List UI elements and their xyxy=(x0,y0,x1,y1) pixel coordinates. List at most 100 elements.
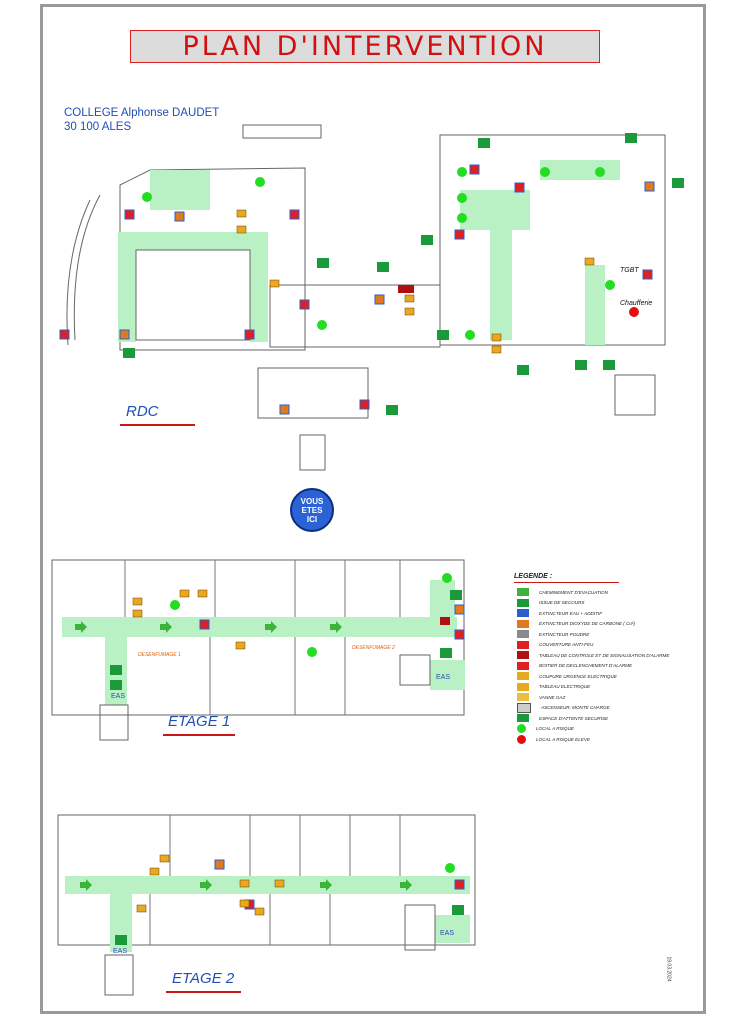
co2-extinguisher-icon xyxy=(517,619,529,628)
plan-date: 19.03.2024 xyxy=(665,956,672,982)
extinguisher-icon xyxy=(124,209,135,220)
electric-panel-icon xyxy=(584,257,595,266)
evacuation-corridor xyxy=(585,265,605,345)
frame-border xyxy=(40,4,706,1014)
level-underline xyxy=(166,991,241,993)
extinguisher-icon xyxy=(454,879,465,890)
extinguisher-icon xyxy=(214,859,225,870)
emergency-exit-icon xyxy=(517,598,529,607)
you-are-here-text: ICI xyxy=(306,514,318,524)
risk-room-icon xyxy=(457,193,467,203)
legend-item: ASCENSEUR, MONTE CHARGE xyxy=(514,702,684,714)
room xyxy=(242,124,322,139)
courtyard xyxy=(135,249,251,341)
green-arrow-icon xyxy=(400,879,412,891)
electric-panel-icon xyxy=(491,333,502,342)
emergency-exit-icon xyxy=(672,178,684,188)
evacuation-corridor xyxy=(490,230,512,340)
electric-panel-icon xyxy=(254,907,265,916)
electric-panel-icon xyxy=(517,682,529,691)
electric-panel-icon xyxy=(236,225,247,234)
level-label-etage2: ETAGE 2 xyxy=(172,970,235,987)
risk-room-icon xyxy=(457,167,467,177)
green-arrow-icon xyxy=(75,621,87,633)
extinguisher-icon xyxy=(119,329,130,340)
extinguisher-icon xyxy=(59,329,70,340)
electric-panel-icon xyxy=(239,879,250,888)
extinguisher-icon xyxy=(199,619,210,630)
legend-item: LOCAL A RISQUE ELEVE xyxy=(514,734,684,745)
level-label-rdc: RDC xyxy=(126,403,159,420)
water-extinguisher-icon xyxy=(517,609,529,618)
risk-room-icon xyxy=(255,177,265,187)
electric-panel-icon xyxy=(404,307,415,316)
green-arrow-icon xyxy=(200,879,212,891)
legend-item: EXTINCTEUR EAU + ADDITIF xyxy=(514,608,684,619)
legend-label: ASCENSEUR, MONTE CHARGE xyxy=(541,705,610,711)
level-underline xyxy=(120,424,195,426)
risk-room-icon xyxy=(445,863,455,873)
elevator-icon xyxy=(517,702,531,713)
legend-label: EXTINCTEUR EAU + ADDITIF xyxy=(539,610,603,616)
electric-panel-icon xyxy=(159,854,170,863)
green-arrow-icon xyxy=(320,879,332,891)
eas-area xyxy=(430,660,465,690)
legend-label: ESPACE D'ATTENTE SECURISE xyxy=(539,715,609,721)
high-risk-room-icon xyxy=(517,734,526,744)
electric-panel-icon xyxy=(274,879,285,888)
legend: LEGENDE : CHEMINEMENT D'EVACUATION ISSUE … xyxy=(514,573,684,745)
stairs xyxy=(99,704,129,741)
legend-label: LOCAL A RISQUE ELEVE xyxy=(536,736,590,742)
electric-panel-icon xyxy=(235,641,246,650)
school-name: COLLEGE Alphonse DAUDET xyxy=(64,107,220,119)
evacuation-corridor xyxy=(118,232,136,342)
electric-panel-icon xyxy=(491,345,502,354)
emergency-exit-icon xyxy=(517,365,529,375)
legend-title: LEGENDE : xyxy=(514,573,619,583)
green-arrow-icon xyxy=(80,879,92,891)
legend-label: ISSUE DE SECOURS xyxy=(539,600,585,606)
eas-label: EAS xyxy=(113,948,128,955)
eas-label: EAS xyxy=(436,674,451,681)
electric-panel-icon xyxy=(179,589,190,598)
stairs xyxy=(614,374,656,416)
emergency-exit-icon xyxy=(386,405,398,415)
gas-valve-icon xyxy=(517,693,529,702)
alarm-panel-icon xyxy=(440,617,450,625)
evacuation-corridor xyxy=(118,232,268,250)
extinguisher-icon xyxy=(514,182,525,193)
electric-panel-icon xyxy=(236,209,247,218)
evacuation-corridor xyxy=(65,876,470,894)
extinguisher-icon xyxy=(359,399,370,410)
extinguisher-icon xyxy=(469,164,480,175)
risk-room-icon xyxy=(307,647,317,657)
eas-label: EAS xyxy=(440,930,455,937)
emergency-exit-icon xyxy=(110,665,122,675)
extinguisher-icon xyxy=(174,211,185,222)
emergency-exit-icon xyxy=(377,262,389,272)
you-are-here-text: VOUS xyxy=(300,496,324,506)
legend-label: TABLEAU DE CONTROLE ET DE SIGNALISATION … xyxy=(539,652,670,658)
legend-item: VANNE GAZ xyxy=(514,692,684,703)
electric-panel-icon xyxy=(239,899,250,908)
evacuation-corridor xyxy=(62,617,457,637)
risk-room-icon xyxy=(317,320,327,330)
legend-item: COUPURE URGENCE ELECTRIQUE xyxy=(514,671,684,682)
legend-item: EXTINCTEUR POUDRE xyxy=(514,629,684,640)
alarm-panel-icon xyxy=(517,651,529,660)
legend-item: CHEMINEMENT D'EVACUATION xyxy=(514,587,684,598)
annex xyxy=(257,367,369,419)
page-title: PLAN D'INTERVENTION xyxy=(130,30,600,63)
stairs xyxy=(299,434,326,471)
you-are-here-text: ETES xyxy=(301,505,323,515)
emergency-exit-icon xyxy=(421,235,433,245)
emergency-exit-icon xyxy=(115,935,127,945)
legend-item: TABLEAU DE CONTROLE ET DE SIGNALISATION … xyxy=(514,650,684,661)
room xyxy=(269,284,441,348)
evacuation-corridor xyxy=(540,160,620,180)
smoke-extraction-label: DESENFUMAGE 2 xyxy=(352,645,395,651)
curved-wall xyxy=(73,194,101,341)
legend-label: EXTINCTEUR DIOXYDE DE CARBONE ( Co²) xyxy=(539,621,635,627)
extinguisher-icon xyxy=(374,294,385,305)
